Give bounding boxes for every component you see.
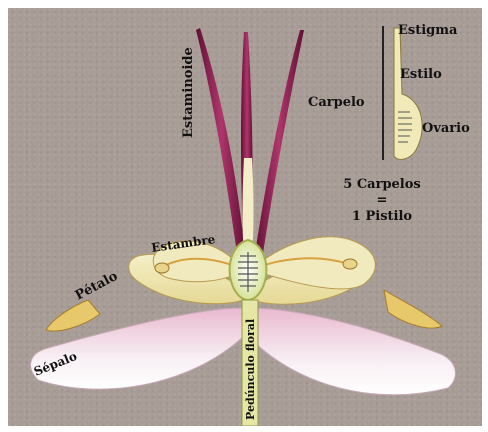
label-estaminoide: Estaminoide [181,47,196,138]
label-carpelos: 5 Carpelos [343,177,420,192]
petal-left-tip [46,300,100,331]
anther-right [343,259,357,269]
label-estilo: Estilo [400,67,442,82]
anther-left [155,263,169,273]
carpel-inset [394,28,422,159]
label-carpelo: Carpelo [308,95,365,110]
petal-right-tip [384,290,442,328]
flower-illustration: Estigma Estilo Carpelo Ovario 5 Carpelos… [8,8,482,426]
label-estigma: Estigma [398,23,458,38]
staminode-left [196,28,246,260]
label-pistilo: 1 Pistilo [352,209,412,224]
label-ovario: Ovario [422,121,470,136]
label-petalo: Pétalo [73,269,121,304]
label-equals: = [377,193,388,208]
label-pedunculo: Pedúnculo floral [244,319,257,420]
flower-diagram: Estigma Estilo Carpelo Ovario 5 Carpelos… [8,8,482,426]
staminode-right [254,30,304,260]
